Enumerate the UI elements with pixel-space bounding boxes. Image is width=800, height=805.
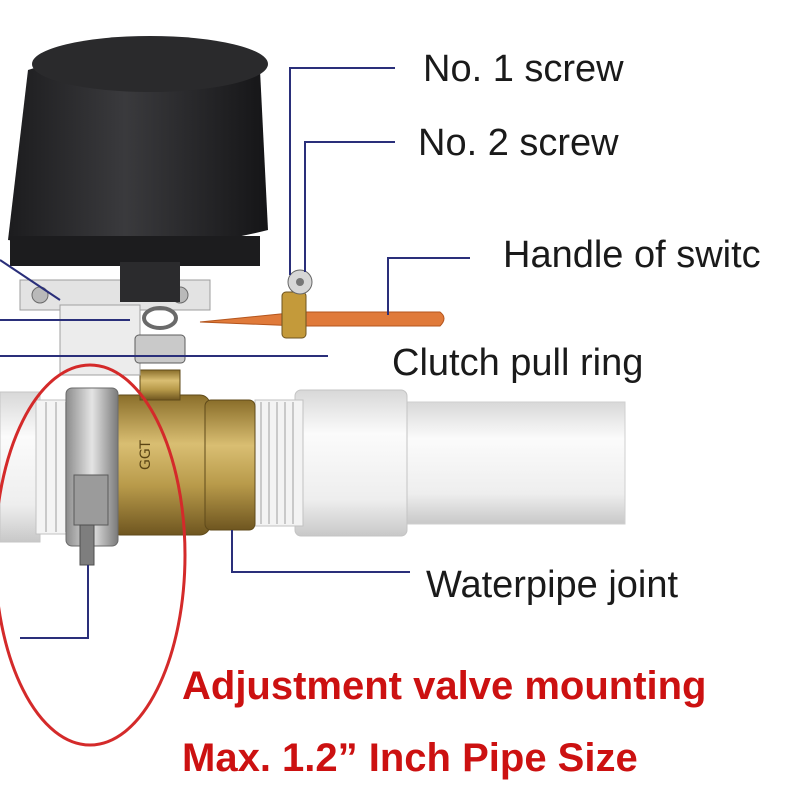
mounting-highlight-circle bbox=[0, 363, 187, 747]
brass-ball-valve bbox=[109, 369, 256, 536]
hose-clamp bbox=[65, 387, 119, 566]
label-no2-screw: No. 2 screw bbox=[418, 122, 619, 164]
leader-line-screw1 bbox=[289, 67, 395, 275]
headline-line-1: Adjustment valve mounting bbox=[182, 664, 707, 708]
leader-line-clamp bbox=[20, 565, 89, 639]
switch-handle bbox=[199, 269, 445, 339]
label-waterpipe-joint: Waterpipe joint bbox=[426, 564, 679, 606]
clutch-pull-ring bbox=[134, 306, 186, 364]
headline-line-2: Max. 1.2” Inch Pipe Size bbox=[182, 736, 638, 780]
pvc-pipe bbox=[254, 389, 626, 537]
label-clutch-pull-ring: Clutch pull ring bbox=[392, 342, 644, 384]
label-handle-of-switch: Handle of switc bbox=[503, 234, 761, 276]
leader-line-joint bbox=[231, 530, 410, 573]
mounting-bracket bbox=[19, 279, 211, 376]
leader-line-handle bbox=[387, 257, 470, 315]
valve-marking: GGT bbox=[138, 440, 154, 470]
leader-line-screw2 bbox=[304, 141, 395, 272]
label-no1-screw: No. 1 screw bbox=[423, 48, 624, 90]
leader-line-left-1 bbox=[0, 259, 61, 301]
valve-actuator bbox=[8, 36, 268, 302]
